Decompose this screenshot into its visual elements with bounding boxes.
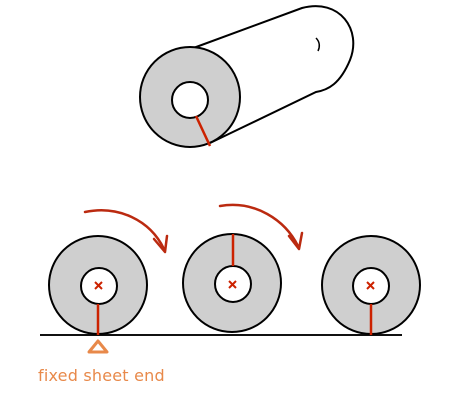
cylinder-core <box>171 81 209 119</box>
rotation-arrow-1-curve-icon <box>83 209 166 251</box>
roll-3-axle-mark-icon <box>366 281 375 290</box>
cylinder-radius-marker <box>194 115 212 147</box>
roll-1-axle-mark-icon <box>94 281 103 290</box>
roll-2-axle-mark-icon <box>228 280 237 289</box>
roll-1 <box>48 235 148 335</box>
triangle-anchor-icon <box>87 339 109 354</box>
rotation-arrow-1 <box>83 209 169 254</box>
cylinder-roll <box>139 5 355 148</box>
rotation-arrow-1-head-icon <box>152 234 169 254</box>
cylinder-back-tick <box>315 37 321 52</box>
rotation-arrow-2-head-icon <box>287 231 304 251</box>
rotation-arrow-2 <box>218 203 304 251</box>
roll-2 <box>182 233 282 333</box>
rotation-arrow-2-curve-icon <box>218 203 300 248</box>
roll-3 <box>321 235 421 335</box>
fixed-sheet-end-label: fixed sheet end <box>38 366 165 385</box>
cylinder-body <box>187 5 355 144</box>
